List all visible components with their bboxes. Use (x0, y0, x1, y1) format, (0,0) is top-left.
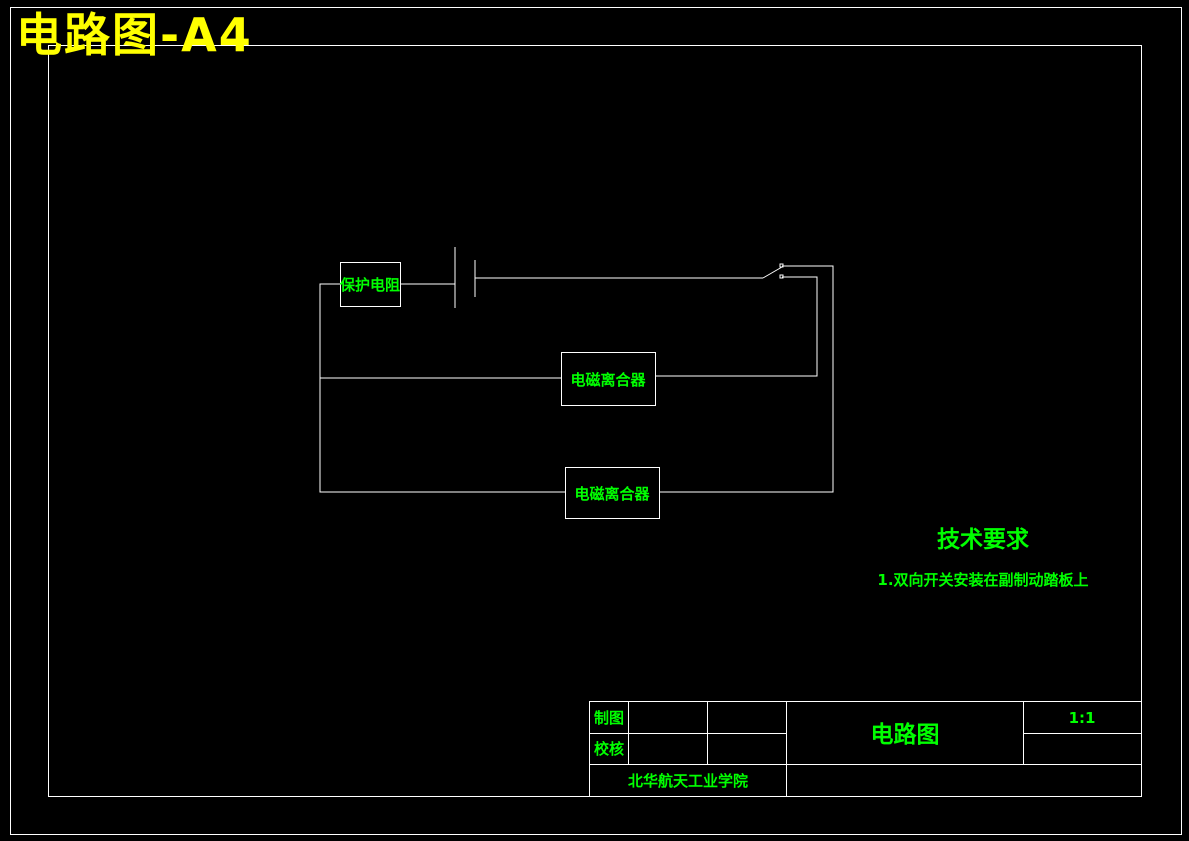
drawing-title: 电路图-A4 (16, 8, 253, 62)
protective-resistor-box (340, 262, 401, 307)
left-bus-wire (319, 283, 566, 493)
title-block (589, 701, 1142, 797)
outer-border (10, 7, 1182, 835)
tech-requirement-item: 1.双向开关安装在副制动踏板上 (877, 571, 1088, 589)
switch-upper-terminal (779, 263, 784, 268)
checked-by-label: 校核 (594, 740, 624, 758)
institution-name: 北华航天工业学院 (628, 772, 748, 790)
drawing-name: 电路图 (871, 721, 940, 748)
clutch-upper-box (561, 352, 656, 406)
scale-value: 1:1 (1069, 709, 1096, 727)
clutch-lower-box (565, 467, 660, 519)
drawn-by-label: 制图 (594, 709, 624, 727)
circuit-wires (319, 247, 834, 519)
tech-requirements-heading: 技术要求 (937, 527, 1029, 553)
clutch-lower-label: 电磁离合器 (574, 485, 650, 503)
switch-lower-terminal (779, 274, 784, 279)
inner-frame (48, 45, 1142, 797)
switch-lower-contact-wire (656, 276, 818, 377)
title-block-frame (589, 701, 1142, 797)
switch-upper-contact-wire (660, 265, 834, 493)
protective-resistor-label: 保护电阻 (339, 276, 400, 294)
clutch-upper-label: 电磁离合器 (570, 371, 646, 389)
switch-blade (762, 266, 783, 279)
